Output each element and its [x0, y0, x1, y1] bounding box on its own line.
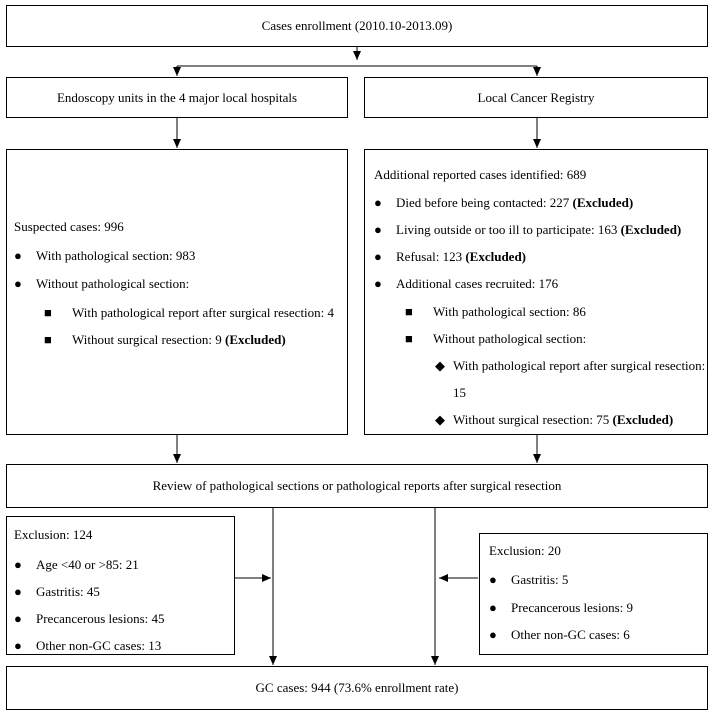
excluded-label: (Excluded)	[620, 222, 682, 237]
list-item: ●Additional cases recruited: 176	[374, 276, 559, 291]
list-item: ■With pathological report after surgical…	[44, 305, 335, 320]
circle-bullet-icon: ●	[374, 195, 382, 210]
circle-bullet-icon: ●	[489, 600, 497, 615]
diamond-bullet-icon: ◆	[435, 412, 445, 427]
circle-bullet-icon: ●	[374, 222, 382, 237]
square-bullet-icon: ■	[44, 332, 52, 347]
endoscopy-units-label: Endoscopy units in the 4 major local hos…	[56, 89, 298, 105]
circle-bullet-icon: ●	[14, 557, 22, 572]
list-item: ●Gastritis: 45	[14, 584, 100, 599]
circle-bullet-icon: ●	[489, 572, 497, 587]
list-item-continuation: 15	[453, 385, 466, 400]
cancer-registry-label: Local Cancer Registry	[477, 89, 595, 105]
circle-bullet-icon: ●	[14, 584, 22, 599]
list-item: ●Precancerous lesions: 9	[489, 600, 634, 615]
list-item: ◆Without surgical resection: 75 (Exclude…	[435, 412, 674, 427]
circle-bullet-icon: ●	[374, 249, 382, 264]
exclusion-left-title: Exclusion: 124	[14, 527, 93, 542]
circle-bullet-icon: ●	[14, 276, 22, 291]
excluded-label: (Excluded)	[572, 195, 634, 210]
list-item: ●With pathological section: 983	[14, 248, 196, 263]
list-item: ◆With pathological report after surgical…	[435, 358, 706, 373]
excluded-label: (Excluded)	[225, 332, 286, 347]
list-item: ■Without pathological section:	[405, 331, 587, 346]
final-gc-cases-box: GC cases: 944 (73.6% enrollment rate)	[6, 666, 708, 710]
registry-details-box: Additional reported cases identified: 68…	[364, 149, 708, 435]
square-bullet-icon: ■	[405, 331, 413, 346]
list-item: ●Refusal: 123 (Excluded)	[374, 249, 526, 264]
review-box: Review of pathological sections or patho…	[6, 464, 708, 508]
final-gc-cases-label: GC cases: 944 (73.6% enrollment rate)	[255, 680, 459, 695]
list-item: ●Gastritis: 5	[489, 572, 569, 587]
enrollment-box: Cases enrollment (2010.10-2013.09)	[6, 5, 708, 47]
review-label: Review of pathological sections or patho…	[152, 478, 562, 493]
list-item: ■Without surgical resection: 9 (Excluded…	[44, 332, 286, 347]
additional-cases-identified: Additional reported cases identified: 68…	[374, 167, 587, 182]
exclusion-left-box: Exclusion: 124 ●Age <40 or >85: 21 ●Gast…	[6, 516, 235, 655]
circle-bullet-icon: ●	[14, 248, 22, 263]
circle-bullet-icon: ●	[14, 638, 22, 653]
list-item: ●Living outside or too ill to participat…	[374, 222, 682, 237]
list-item: ●Other non-GC cases: 13	[14, 638, 162, 653]
list-item: ●Other non-GC cases: 6	[489, 627, 630, 642]
list-item: ●Without pathological section:	[14, 276, 190, 291]
exclusion-right-title: Exclusion: 20	[489, 543, 561, 558]
list-item: ■With pathological section: 86	[405, 304, 586, 319]
square-bullet-icon: ■	[44, 305, 52, 320]
cancer-registry-box: Local Cancer Registry	[364, 77, 708, 118]
square-bullet-icon: ■	[405, 304, 413, 319]
endoscopy-units-box: Endoscopy units in the 4 major local hos…	[6, 77, 348, 118]
circle-bullet-icon: ●	[374, 276, 382, 291]
excluded-label: (Excluded)	[465, 249, 526, 264]
list-item: ●Age <40 or >85: 21	[14, 557, 139, 572]
exclusion-right-box: Exclusion: 20 ●Gastritis: 5 ●Precancerou…	[479, 533, 708, 655]
suspected-cases: Suspected cases: 996	[14, 219, 124, 234]
enrollment-label: Cases enrollment (2010.10-2013.09)	[261, 18, 453, 33]
list-item: ●Died before being contacted: 227 (Exclu…	[374, 195, 634, 210]
diamond-bullet-icon: ◆	[435, 358, 445, 373]
circle-bullet-icon: ●	[14, 611, 22, 626]
list-item: ●Precancerous lesions: 45	[14, 611, 165, 626]
endoscopy-details-box: Suspected cases: 996 ●With pathological …	[6, 149, 348, 435]
circle-bullet-icon: ●	[489, 627, 497, 642]
excluded-label: (Excluded)	[612, 412, 674, 427]
